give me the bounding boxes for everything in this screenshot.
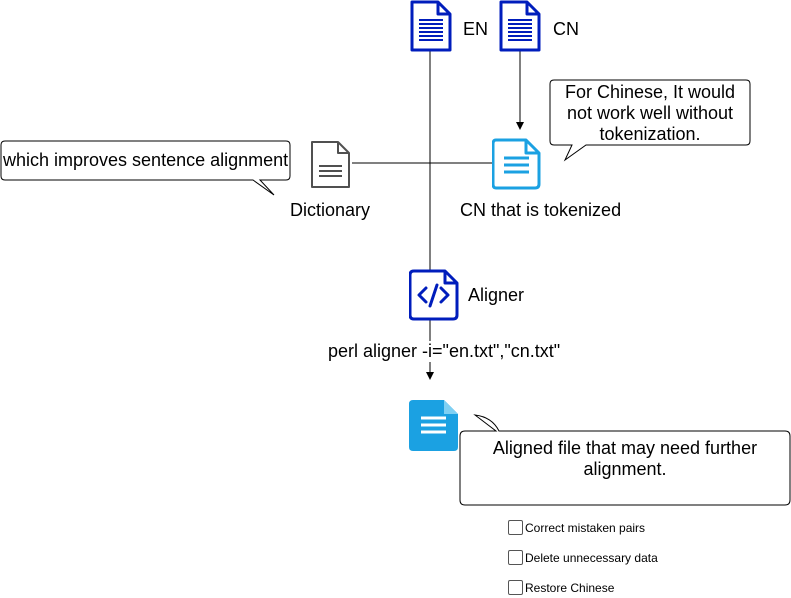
checklist-label-restore-chinese: Restore Chinese — [525, 580, 615, 595]
aligner-label: Aligner — [468, 285, 525, 305]
aligned-output-document-icon — [409, 400, 458, 451]
checklist-label-correct-pairs: Correct mistaken pairs — [525, 520, 646, 535]
checklist-item-delete-data[interactable]: Delete unnecessary data — [508, 550, 658, 565]
checklist-item-restore-chinese[interactable]: Restore Chinese — [508, 580, 614, 595]
dictionary-label: Dictionary — [290, 200, 371, 220]
cn-label: CN — [553, 19, 579, 39]
aligner-command-text: perl aligner -i="en.txt","cn.txt" — [327, 341, 562, 362]
aligned-note-text: Aligned file that may need further align… — [492, 438, 758, 479]
cn-tokenized-document-icon — [492, 138, 541, 190]
checkbox-correct-pairs[interactable] — [508, 520, 523, 535]
en-document-icon — [410, 0, 452, 52]
cn-document-icon — [499, 0, 541, 52]
chinese-note-callout-bubble — [549, 79, 751, 162]
chinese-note-text: For Chinese, It would not work well with… — [564, 82, 736, 144]
dictionary-note-callout-bubble — [0, 140, 291, 196]
checkbox-restore-chinese[interactable] — [508, 580, 523, 595]
en-label: EN — [463, 19, 489, 39]
aligner-code-file-icon — [409, 269, 459, 321]
dictionary-note-text: which improves sentence alignment — [3, 150, 289, 170]
checklist-item-correct-pairs[interactable]: Correct mistaken pairs — [508, 520, 645, 535]
dictionary-document-icon — [311, 141, 350, 188]
aligned-note-callout-bubble — [459, 414, 791, 506]
cn-tokenized-label: CN that is tokenized — [460, 200, 622, 220]
checklist-label-delete-data: Delete unnecessary data — [525, 550, 658, 565]
checkbox-delete-data[interactable] — [508, 550, 523, 565]
